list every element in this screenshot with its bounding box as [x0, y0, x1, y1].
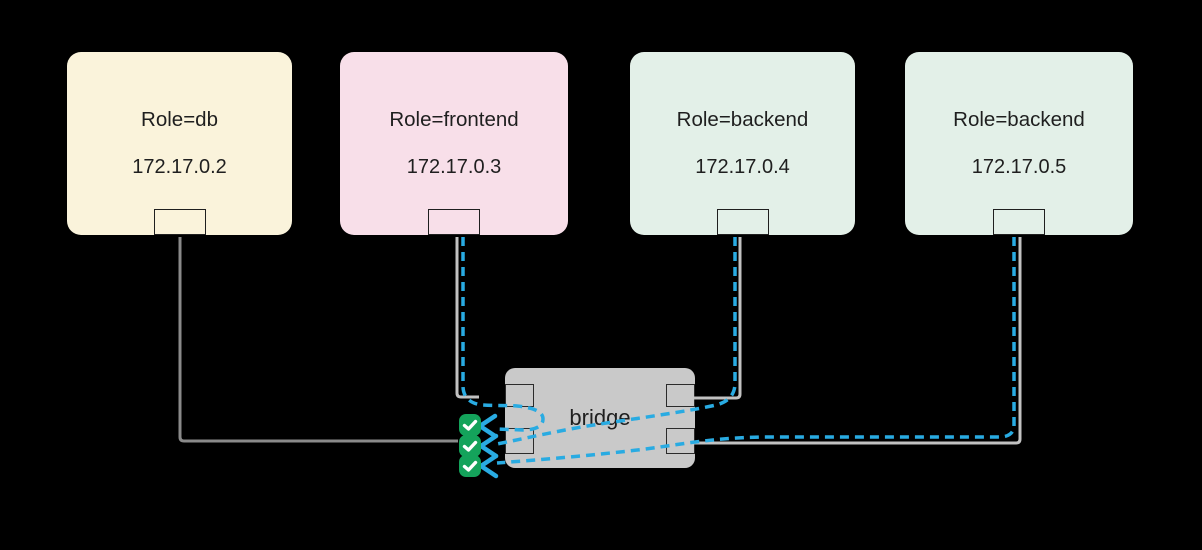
wire-backend2-to-bridge: [694, 237, 1022, 445]
container-eth-port: [428, 209, 480, 235]
wire-db-to-bridge: [178, 237, 458, 443]
container-role-label: Role=db: [141, 108, 218, 132]
checkmark-icon: [459, 455, 481, 477]
checkmark-stroke: [462, 440, 478, 452]
left-arrowhead-icon: [478, 453, 499, 479]
container-ip-label: 172.17.0.2: [132, 155, 227, 178]
container-role-label: Role=backend: [676, 108, 809, 132]
container-box-frontend: Role=frontend 172.17.0.3: [340, 52, 568, 235]
container-role-label: Role=frontend: [389, 108, 519, 132]
checkmark-icon: [459, 435, 481, 457]
container-eth-port: [716, 209, 769, 235]
checkmark-stroke: [462, 419, 478, 431]
left-arrowhead-icon: [477, 413, 498, 439]
container-ip-label: 172.17.0.3: [406, 155, 502, 178]
flow-backend1-dashed: [496, 237, 737, 446]
bridge-port-right-middle: [666, 428, 695, 454]
container-box-db: Role=db 172.17.0.2: [67, 52, 292, 235]
flow-backend2-dashed: [496, 237, 1016, 465]
bridge-port-left-middle: [505, 428, 534, 454]
container-ip-label: 172.17.0.5: [971, 155, 1067, 178]
container-eth-port: [153, 209, 206, 235]
checkmark-icon: [459, 414, 481, 436]
left-arrowhead-icon: [478, 433, 499, 459]
container-role-label: Role=backend: [953, 108, 1085, 132]
container-eth-port: [993, 209, 1045, 235]
wire-frontend-to-bridge: [455, 237, 479, 399]
container-box-backend-2: Role=backend 172.17.0.5: [905, 52, 1133, 235]
container-box-backend-1: Role=backend 172.17.0.4: [630, 52, 855, 235]
bridge-port-right-top: [666, 384, 695, 407]
wire-backend1-to-bridge: [694, 237, 742, 400]
bridge-box: bridge: [505, 368, 695, 468]
flow-frontend-dashed: [461, 237, 545, 432]
checkmark-stroke: [462, 460, 478, 472]
container-ip-label: 172.17.0.4: [695, 155, 790, 178]
